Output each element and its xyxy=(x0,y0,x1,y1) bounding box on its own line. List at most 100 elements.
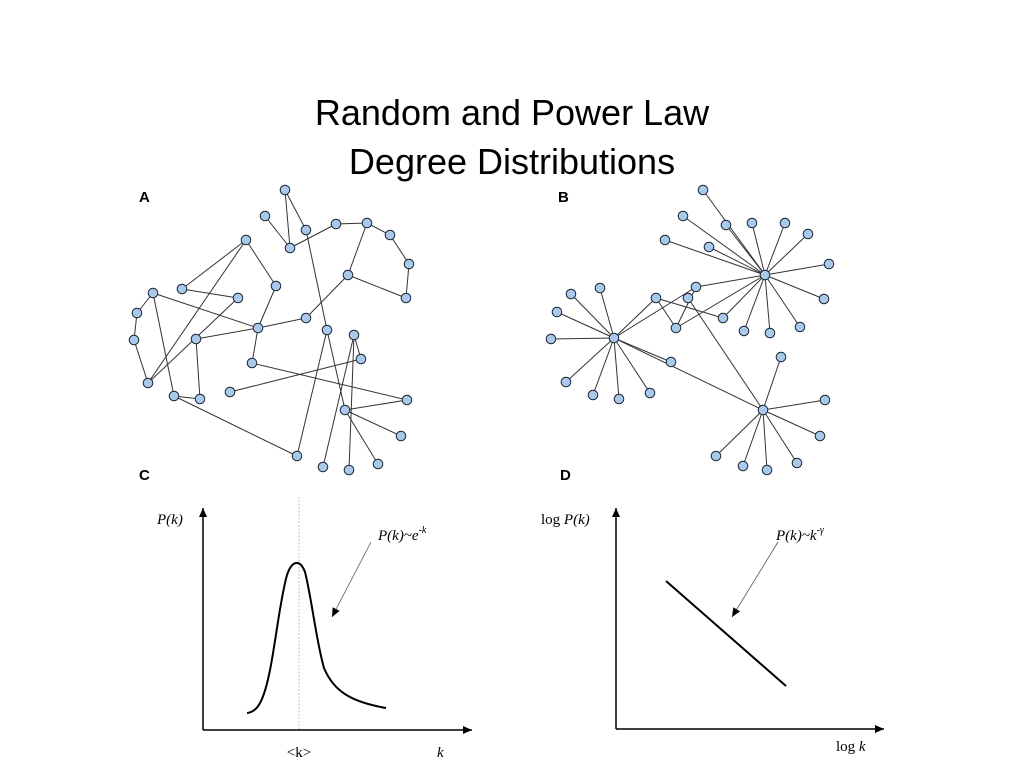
b-edge xyxy=(613,337,672,363)
a-node xyxy=(372,458,384,470)
a-node xyxy=(401,394,413,406)
a-node xyxy=(142,377,154,389)
b-edge xyxy=(695,274,766,288)
a-edge xyxy=(195,338,201,400)
b-node xyxy=(682,292,694,304)
a-edge xyxy=(344,409,379,465)
b-edge xyxy=(725,224,766,276)
a-node xyxy=(384,229,396,241)
b-node xyxy=(697,184,709,196)
b-node xyxy=(802,228,814,240)
b-edge xyxy=(682,215,766,276)
a-node xyxy=(246,357,258,369)
a-node xyxy=(403,258,415,270)
a-edge xyxy=(344,399,408,411)
a-node xyxy=(317,461,329,473)
a-edge xyxy=(348,334,355,471)
a-edge xyxy=(152,292,259,329)
panel-c: C P(k) k <k> P(k)~e-k xyxy=(139,467,472,761)
b-edge xyxy=(751,222,766,276)
a-edge xyxy=(251,327,259,364)
c-mean-tick: <k> xyxy=(287,745,311,761)
a-edge xyxy=(257,317,307,329)
slide-title-line-1: Random and Power Law xyxy=(314,92,710,133)
a-edge xyxy=(147,239,247,384)
b-node xyxy=(670,322,682,334)
panel-b: B xyxy=(545,184,835,476)
c-annotation-sup: -k xyxy=(419,525,427,536)
a-edge xyxy=(251,362,408,401)
d-x-label-prefix: log xyxy=(836,739,859,755)
b-node xyxy=(819,394,831,406)
a-edge xyxy=(326,329,346,411)
c-y-label: P(k) xyxy=(156,512,183,528)
b-node xyxy=(690,281,702,293)
d-y-label: log P(k) xyxy=(541,512,590,528)
b-node xyxy=(720,219,732,231)
b-edge xyxy=(764,222,786,276)
a-edge xyxy=(347,274,407,299)
b-edge xyxy=(764,263,830,276)
d-annotation-main: P(k)~k xyxy=(775,528,817,544)
a-edge xyxy=(133,339,149,384)
d-annotation-arrow xyxy=(731,541,779,618)
b-edge xyxy=(742,409,764,467)
b-edge xyxy=(702,189,766,276)
b-edge xyxy=(762,409,798,464)
a-edge xyxy=(284,189,291,249)
panel-a-letter: A xyxy=(139,189,150,206)
b-edge xyxy=(762,409,821,437)
d-x-label-var: k xyxy=(859,739,866,755)
b-node xyxy=(823,258,835,270)
a-node xyxy=(348,329,360,341)
a-node xyxy=(284,242,296,254)
a-edge xyxy=(264,215,291,249)
b-edge xyxy=(715,409,764,457)
b-node xyxy=(759,269,771,281)
b-edge xyxy=(599,287,615,339)
a-edge xyxy=(284,189,307,231)
d-annotation-sup: -γ xyxy=(817,525,825,536)
slide-title-line-2: Degree Distributions xyxy=(348,141,676,182)
c-annotation-main: P(k)~e xyxy=(377,528,419,544)
a-node xyxy=(395,430,407,442)
a-node xyxy=(321,324,333,336)
panel-c-letter: C xyxy=(139,467,150,484)
a-edge xyxy=(289,223,337,249)
c-annotation-arrow xyxy=(331,541,372,618)
b-edge xyxy=(613,337,620,400)
b-edge xyxy=(764,233,809,276)
a-node xyxy=(168,390,180,402)
c-x-label: k xyxy=(437,745,444,761)
b-edge xyxy=(613,337,764,411)
b-node xyxy=(746,217,758,229)
b-node xyxy=(717,312,729,324)
a-node xyxy=(361,217,373,229)
b-node xyxy=(613,393,625,405)
a-edge xyxy=(195,327,259,340)
b-edge xyxy=(613,297,657,339)
b-edge xyxy=(687,297,764,411)
a-edge xyxy=(152,292,175,397)
b-node xyxy=(545,333,557,345)
b-edge xyxy=(722,274,766,319)
panel-d: D log P(k) log k P(k)~k-γ xyxy=(541,467,884,755)
b-node xyxy=(703,241,715,253)
a-node xyxy=(300,224,312,236)
a-edge xyxy=(405,263,410,299)
b-node xyxy=(738,325,750,337)
b-edge xyxy=(764,274,771,334)
a-edge xyxy=(257,285,277,329)
a-edge xyxy=(181,239,247,290)
d-power-law-line xyxy=(665,580,787,687)
b-node xyxy=(644,387,656,399)
panel-a: A xyxy=(128,184,415,476)
a-node xyxy=(240,234,252,246)
a-node xyxy=(224,386,236,398)
a-edge xyxy=(229,358,362,393)
b-edge xyxy=(655,297,677,329)
a-edge xyxy=(322,334,355,468)
b-edge xyxy=(613,286,697,339)
b-edge xyxy=(613,337,651,394)
b-node xyxy=(659,234,671,246)
